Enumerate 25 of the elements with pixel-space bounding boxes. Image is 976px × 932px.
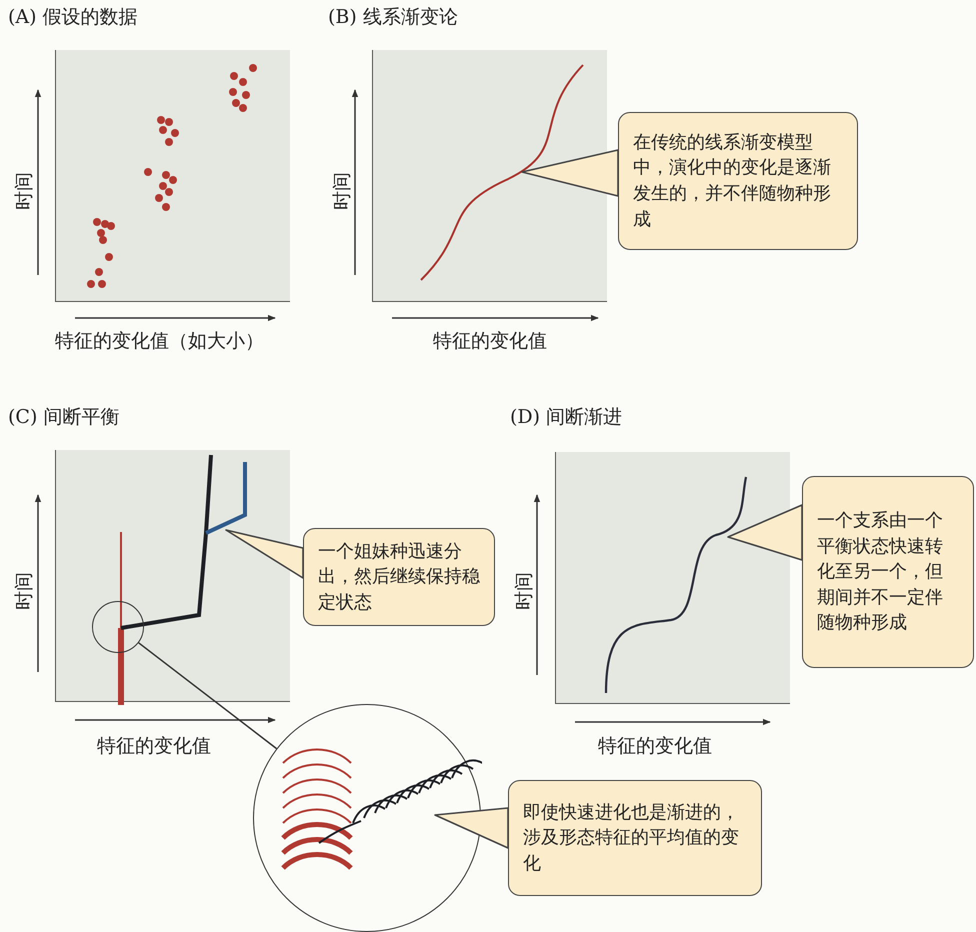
callout-text: 在传统的线系渐变模型中，演化中的变化是逐渐发生的，并不伴随物种形成 bbox=[633, 130, 832, 232]
axis-label: 特征的变化值 bbox=[598, 734, 712, 759]
callout-box bbox=[618, 112, 858, 250]
callout-text: 一个姐妹种迅速分出，然后继续保持稳定状态 bbox=[318, 540, 480, 615]
axis-label: 时间 bbox=[331, 171, 353, 212]
magnifier-circle bbox=[92, 601, 144, 653]
callout-pointer bbox=[225, 529, 304, 579]
callout-pointer bbox=[434, 807, 509, 849]
callout-pointer bbox=[521, 149, 619, 197]
axis-label: 特征的变化值 bbox=[97, 734, 211, 759]
leader-line bbox=[138, 642, 277, 750]
axis-label: 特征的变化值 bbox=[433, 329, 547, 354]
panel-title: (A) 假设的数据 bbox=[8, 5, 138, 30]
axis-label: 特征的变化值（如大小） bbox=[55, 329, 264, 354]
panel-title: (C) 间断平衡 bbox=[8, 405, 120, 430]
axis-label: 时间 bbox=[513, 571, 535, 612]
axis-label: 时间 bbox=[13, 171, 35, 212]
panel-title: (B) 线系渐变论 bbox=[328, 5, 458, 30]
callout-box bbox=[802, 476, 974, 668]
axis-label: 时间 bbox=[13, 571, 35, 612]
callout-box bbox=[508, 780, 762, 896]
panel-title: (D) 间断渐进 bbox=[510, 405, 622, 430]
callout-text: 一个支系由一个平衡状态快速转化至另一个，但期间并不一定伴随物种形成 bbox=[817, 509, 944, 636]
callout-pointer bbox=[727, 504, 803, 561]
callout-text: 即使快速进化也是渐进的，涉及形态特征的平均值的变化 bbox=[523, 800, 740, 876]
